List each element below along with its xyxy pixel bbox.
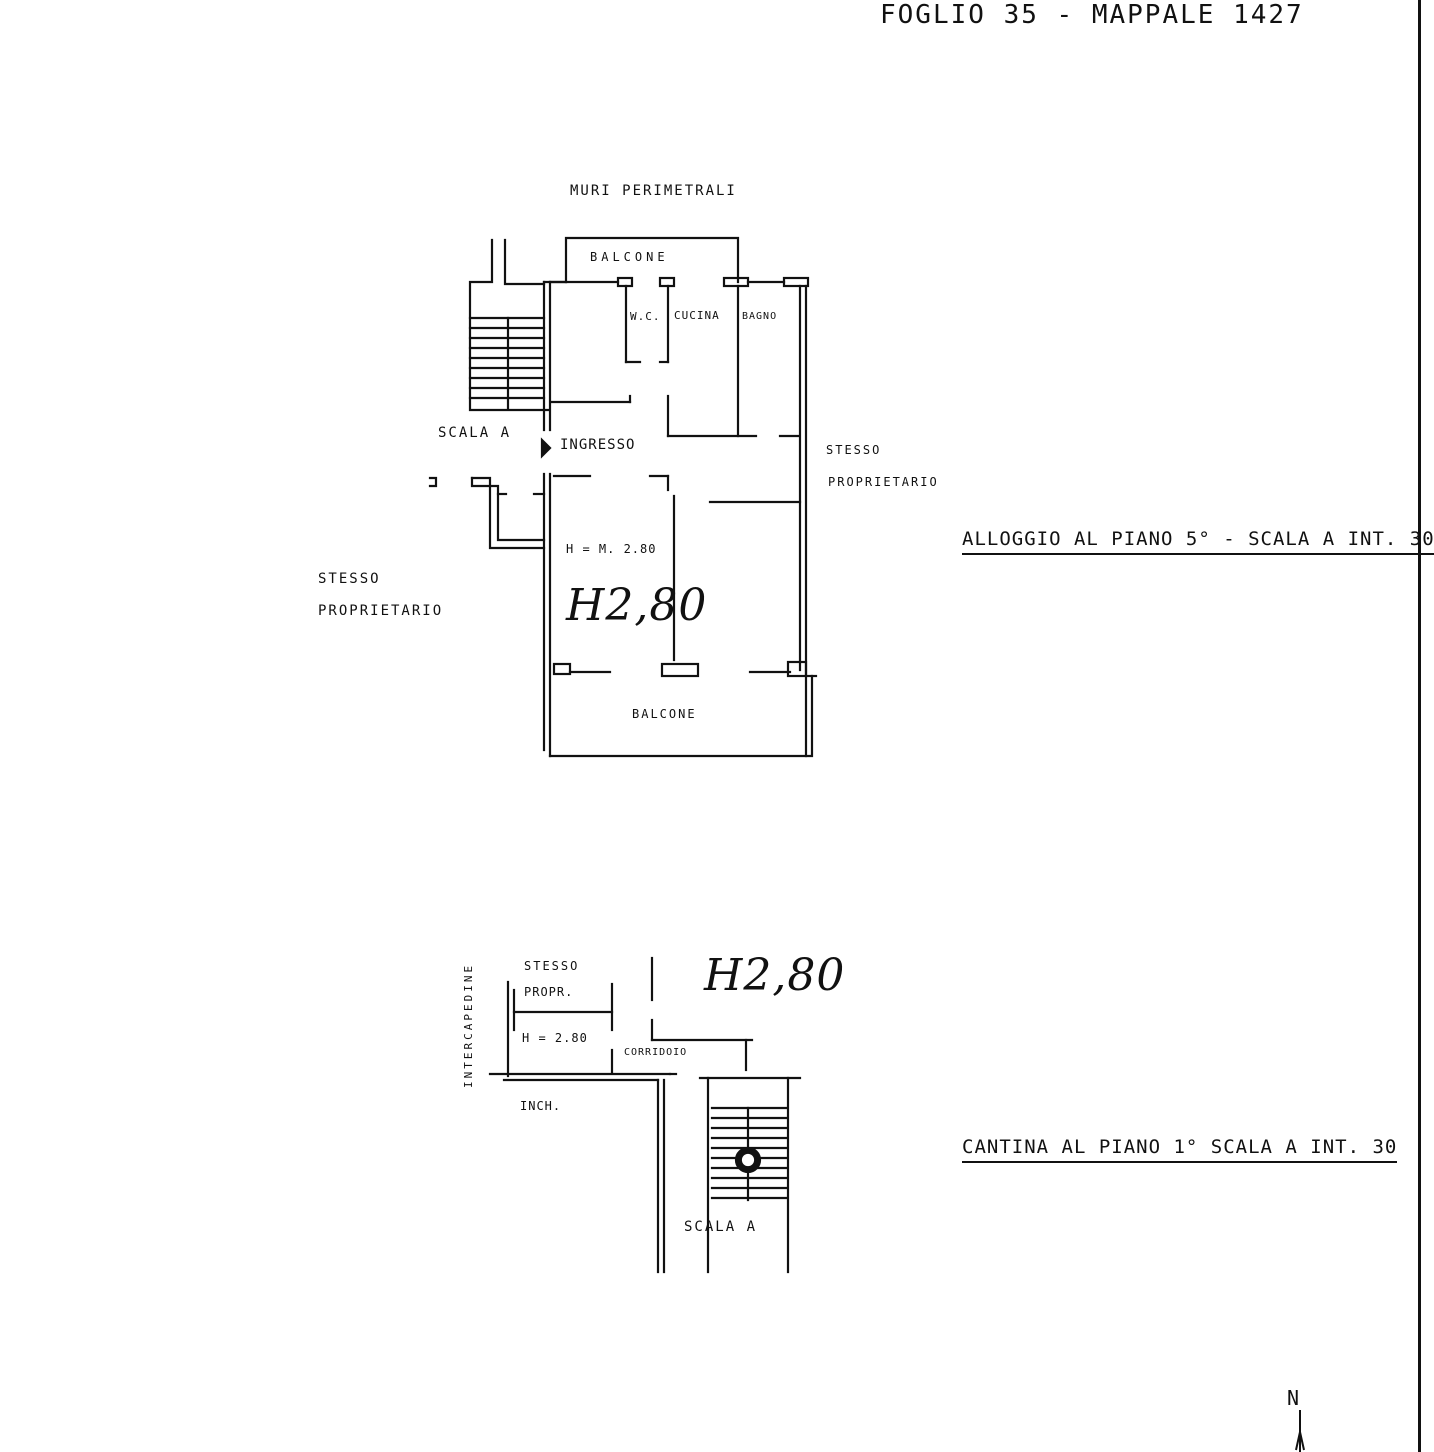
label-balcone-top: BALCONE bbox=[590, 250, 669, 264]
label-h280-cellar: H2,80 bbox=[704, 950, 846, 1001]
label-propr-cellar: PROPR. bbox=[524, 985, 574, 999]
apartment-caption: ALLOGGIO AL PIANO 5° - SCALA A INT. 30 bbox=[962, 530, 1434, 555]
label-inch: INCH. bbox=[520, 1099, 562, 1113]
cellar-plan-drawing bbox=[488, 956, 802, 1274]
cellar-caption: CANTINA AL PIANO 1° SCALA A INT. 30 bbox=[962, 1138, 1398, 1163]
label-scala-a-cellar: SCALA A bbox=[684, 1219, 758, 1235]
label-h280-apartment: H2,80 bbox=[566, 580, 708, 631]
label-proprietario-left: PROPRIETARIO bbox=[318, 603, 444, 619]
sheet-border-right bbox=[1418, 0, 1421, 1452]
label-scala-a-top: SCALA A bbox=[438, 425, 512, 441]
north-arrow-drawing bbox=[1295, 1410, 1305, 1452]
label-intercapedine: INTERCAPEDINE bbox=[462, 962, 475, 1088]
label-ingresso: INGRESSO bbox=[560, 437, 636, 453]
label-corridoio: CORRIDOIO bbox=[624, 1047, 688, 1058]
label-stesso-cellar: STESSO bbox=[524, 959, 580, 973]
north-label: N bbox=[1287, 1386, 1300, 1410]
label-wc: W.C. bbox=[630, 310, 661, 323]
stair-a-drawing bbox=[468, 238, 550, 412]
label-cucina: CUCINA bbox=[674, 309, 720, 322]
label-stesso-left: STESSO bbox=[318, 571, 381, 587]
label-bagno: BAGNO bbox=[742, 311, 778, 322]
label-height-apartment: H = m. 2.80 bbox=[566, 542, 657, 556]
label-proprietario-right: PROPRIETARIO bbox=[828, 475, 939, 489]
label-balcone-bottom: BALCONE bbox=[632, 707, 697, 721]
label-muri-perimetrali: MURI PERIMETRALI bbox=[570, 183, 737, 199]
sheet-title: FOGLIO 35 - MAPPALE 1427 bbox=[880, 0, 1304, 30]
label-stesso-right: STESSO bbox=[826, 443, 882, 457]
label-height-cellar: H = 2.80 bbox=[522, 1031, 588, 1045]
